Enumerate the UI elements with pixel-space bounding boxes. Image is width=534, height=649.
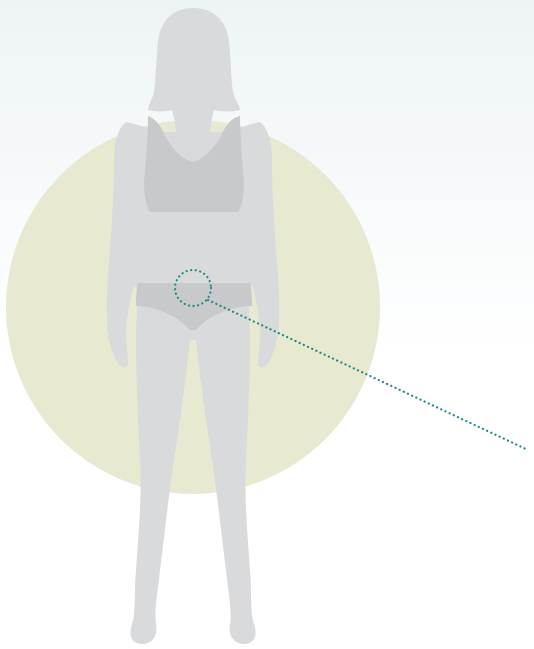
body-illustration	[0, 0, 534, 649]
illustration-canvas	[0, 0, 534, 649]
